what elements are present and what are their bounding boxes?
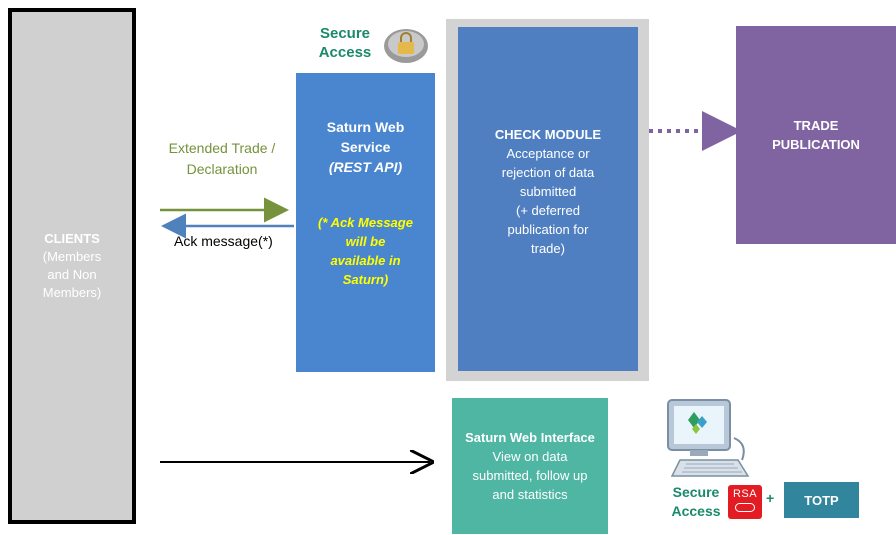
- clients-line1: (Members: [42, 249, 102, 264]
- check-line1: Acceptance or: [506, 146, 590, 161]
- secure-top-line1: Secure: [319, 25, 371, 42]
- ack-note-line2: will be: [345, 233, 386, 249]
- saturn-web-interface-box: Saturn Web Interface View on data submit…: [452, 398, 608, 534]
- clients-box: CLIENTS (Members and Non Members): [8, 8, 136, 524]
- saturn-ws-line2: Service: [340, 138, 391, 155]
- swi-line2: submitted, follow up: [472, 468, 588, 483]
- saturn-web-service-box: Saturn Web Service (REST API) (* Ack Mes…: [296, 73, 435, 372]
- ack-note-line3: available in: [330, 252, 401, 268]
- trade-line1: TRADE: [793, 118, 839, 133]
- swi-title: Saturn Web Interface: [465, 430, 595, 445]
- check-line5: publication for: [507, 222, 589, 237]
- swi-line1: View on data: [492, 449, 568, 464]
- clients-title: CLIENTS: [44, 231, 100, 246]
- ack-note-line4: Saturn): [342, 271, 389, 287]
- trade-line2: PUBLICATION: [772, 137, 860, 152]
- check-title: CHECK MODULE: [494, 127, 602, 142]
- secure-access-bottom: Secure Access: [668, 483, 724, 521]
- ack-note-line1: (* Ack Message: [318, 214, 413, 230]
- rsa-token-icon: RSA: [728, 485, 762, 519]
- secure-bottom-line1: Secure: [672, 484, 720, 500]
- extended-trade-line2: Declaration: [186, 161, 258, 177]
- check-line4: (+ deferred: [516, 203, 580, 218]
- saturn-ws-line1: Saturn Web: [326, 118, 405, 135]
- secure-top-line2: Access: [318, 44, 372, 61]
- clients-line3: Members): [42, 285, 102, 300]
- check-line3: submitted: [519, 184, 577, 199]
- extended-trade-line1: Extended Trade /: [168, 140, 276, 156]
- check-module-box: CHECK MODULE Acceptance or rejection of …: [458, 27, 638, 371]
- swi-line3: and statistics: [492, 487, 568, 502]
- ssl-lock-icon: [382, 24, 430, 64]
- trade-publication-box: TRADE PUBLICATION: [736, 26, 896, 244]
- clients-line2: and Non: [47, 267, 97, 282]
- ack-message-label: Ack message(*): [174, 233, 273, 249]
- secure-access-top: Secure Access: [316, 24, 374, 62]
- computer-icon: [664, 398, 754, 480]
- check-line2: rejection of data: [501, 165, 595, 180]
- saturn-ws-api: (REST API): [328, 158, 403, 175]
- check-line6: trade): [531, 241, 565, 256]
- plus-sign: +: [766, 490, 775, 506]
- rsa-label: RSA: [732, 488, 758, 500]
- totp-box: TOTP: [784, 482, 859, 518]
- extended-trade-label: Extended Trade / Declaration: [156, 138, 288, 180]
- secure-bottom-line2: Access: [671, 503, 721, 519]
- ack-note: (* Ack Message will be available in Satu…: [318, 213, 413, 289]
